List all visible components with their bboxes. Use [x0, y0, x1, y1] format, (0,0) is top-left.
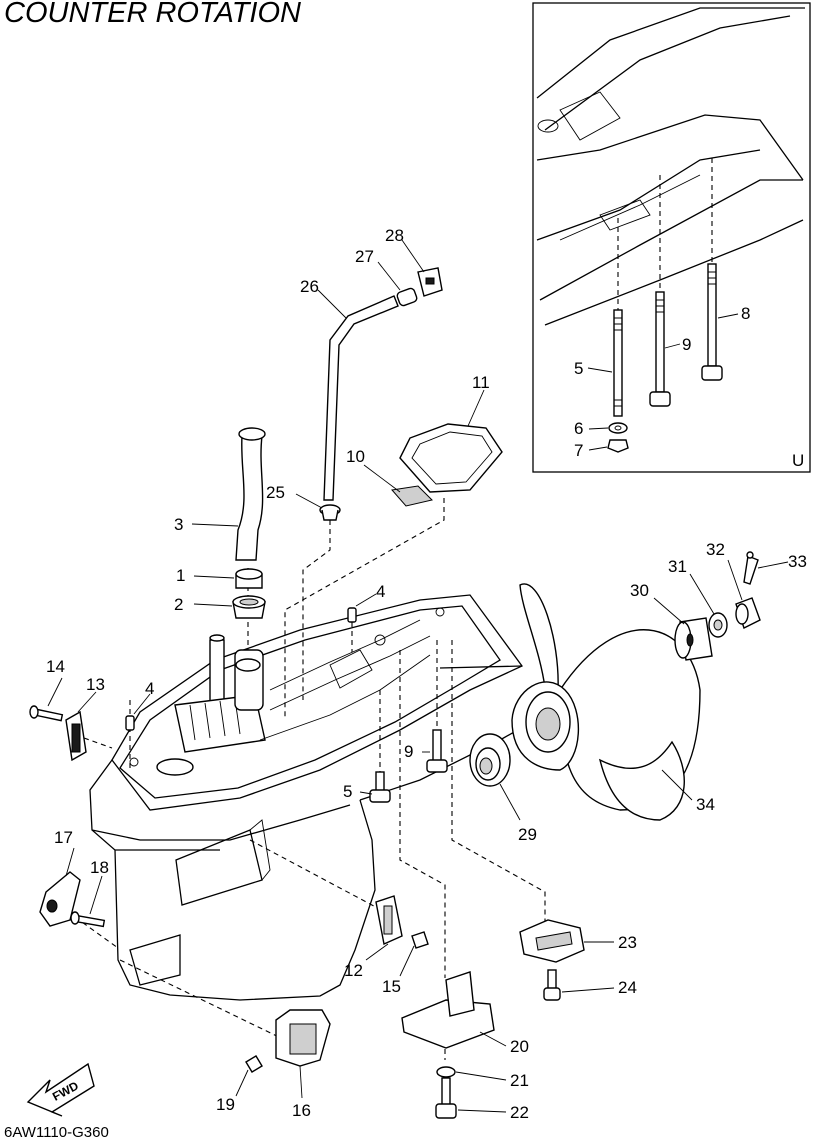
callout-8: 8: [741, 304, 750, 323]
callout-29: 29: [518, 825, 537, 844]
callout-26: 26: [300, 277, 319, 296]
spacer: [674, 617, 713, 661]
callout-22: 22: [510, 1103, 529, 1122]
propeller: [511, 583, 701, 821]
lower-case-housing: [89, 594, 577, 1001]
anode-13: [65, 710, 87, 762]
bolt-22: [435, 1077, 457, 1119]
seal: [232, 595, 266, 619]
callout-9-inset: 9: [682, 335, 691, 354]
bolt-9: [426, 729, 448, 773]
inset-detail: 5 9 8 6 7 U: [532, 2, 811, 473]
anode-17: [39, 871, 81, 927]
callout-16: 16: [292, 1101, 311, 1120]
anode-12: [375, 895, 403, 945]
grommet: [235, 568, 263, 589]
bolt-5: [369, 771, 391, 803]
bolt-18: [70, 911, 106, 928]
assembly-guides: [67, 498, 546, 1060]
callout-33: 33: [788, 552, 807, 571]
nut-19: [245, 1055, 263, 1073]
diagram-code: 6AW1110-G360: [4, 1124, 109, 1141]
trim-tab: [401, 971, 495, 1049]
callout-28: 28: [385, 226, 404, 245]
leader-lines: [47, 239, 789, 1113]
callout-2: 2: [174, 595, 183, 614]
callout-23: 23: [618, 933, 637, 952]
callout-32: 32: [706, 540, 725, 559]
callout-1: 1: [176, 566, 185, 585]
callout-5: 5: [343, 782, 352, 801]
callout-21: 21: [510, 1071, 529, 1090]
screw-14: [29, 705, 64, 722]
callouts: 1 2 3 4 4 5 9 10 11 12 13 14 15 16 17 18…: [46, 226, 807, 1122]
callout-5-inset: 5: [574, 359, 583, 378]
seal-frame: [399, 423, 503, 493]
callout-6: 6: [574, 419, 583, 438]
callout-27: 27: [355, 247, 374, 266]
callout-10: 10: [346, 447, 365, 466]
callout-30: 30: [630, 581, 649, 600]
callout-25: 25: [266, 483, 285, 502]
water-tube: [235, 435, 264, 561]
cover: [275, 1009, 331, 1067]
thrust-washer: [469, 733, 511, 787]
callout-19: 19: [216, 1095, 235, 1114]
callout-17: 17: [54, 828, 73, 847]
callout-4-right: 4: [376, 582, 385, 601]
plate: [391, 485, 433, 507]
inset-label: U: [792, 451, 804, 470]
diagram-title: COUNTER ROTATION: [4, 0, 301, 29]
callout-9: 9: [404, 742, 413, 761]
cotter-pin: [743, 555, 759, 585]
bolt-24: [543, 969, 561, 1001]
callout-12: 12: [344, 961, 363, 980]
callout-18: 18: [90, 858, 109, 877]
callout-24: 24: [618, 978, 637, 997]
callout-14: 14: [46, 657, 65, 676]
callout-34: 34: [696, 795, 715, 814]
callout-13: 13: [86, 675, 105, 694]
callout-15: 15: [382, 977, 401, 996]
propeller-nut: [735, 597, 761, 629]
plate-23: [519, 919, 585, 963]
washer-21: [436, 1066, 456, 1078]
forward-arrow-icon: FWD: [26, 1062, 95, 1117]
callout-3: 3: [174, 515, 183, 534]
callout-7: 7: [574, 441, 583, 460]
callout-4-left: 4: [145, 679, 154, 698]
callout-11: 11: [472, 373, 490, 392]
callout-20: 20: [510, 1037, 529, 1056]
nut-15: [411, 931, 429, 949]
hose: [323, 295, 399, 501]
callout-31: 31: [668, 557, 687, 576]
